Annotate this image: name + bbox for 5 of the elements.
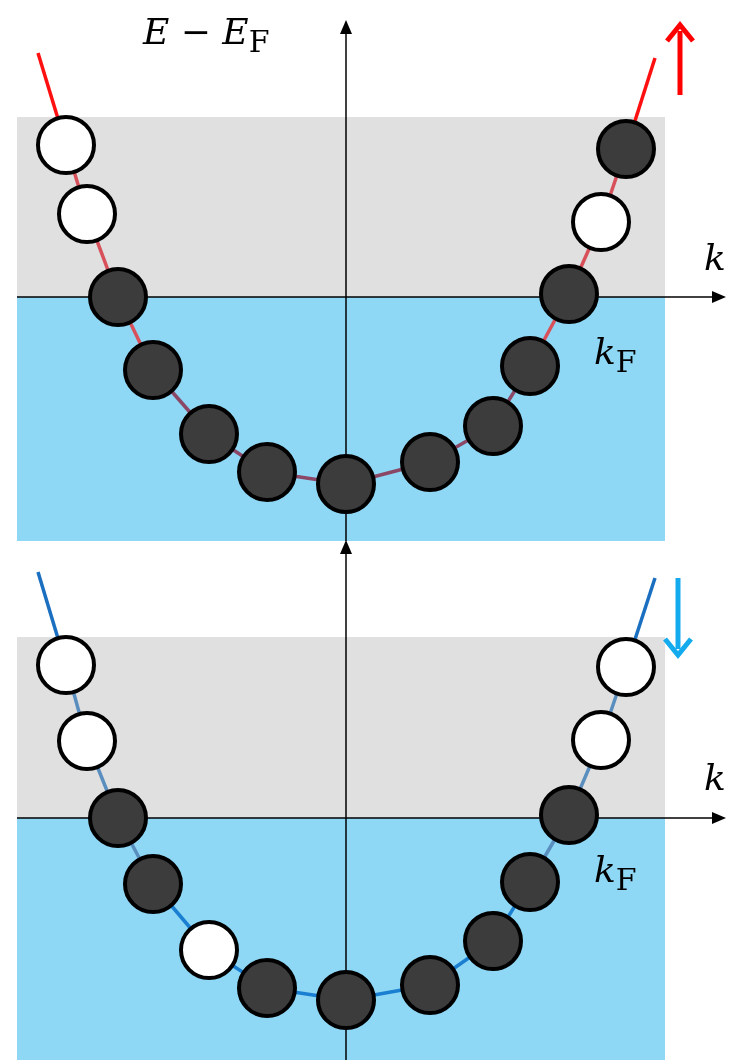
fermi-wavevector-label: k$_{F}$	[594, 852, 637, 896]
axis-label: k	[704, 240, 726, 276]
axis-label: k	[704, 760, 726, 796]
axis-label: E − E$_{F}$	[143, 14, 270, 58]
fermi-wavevector-label: k$_{F}$	[594, 334, 637, 378]
